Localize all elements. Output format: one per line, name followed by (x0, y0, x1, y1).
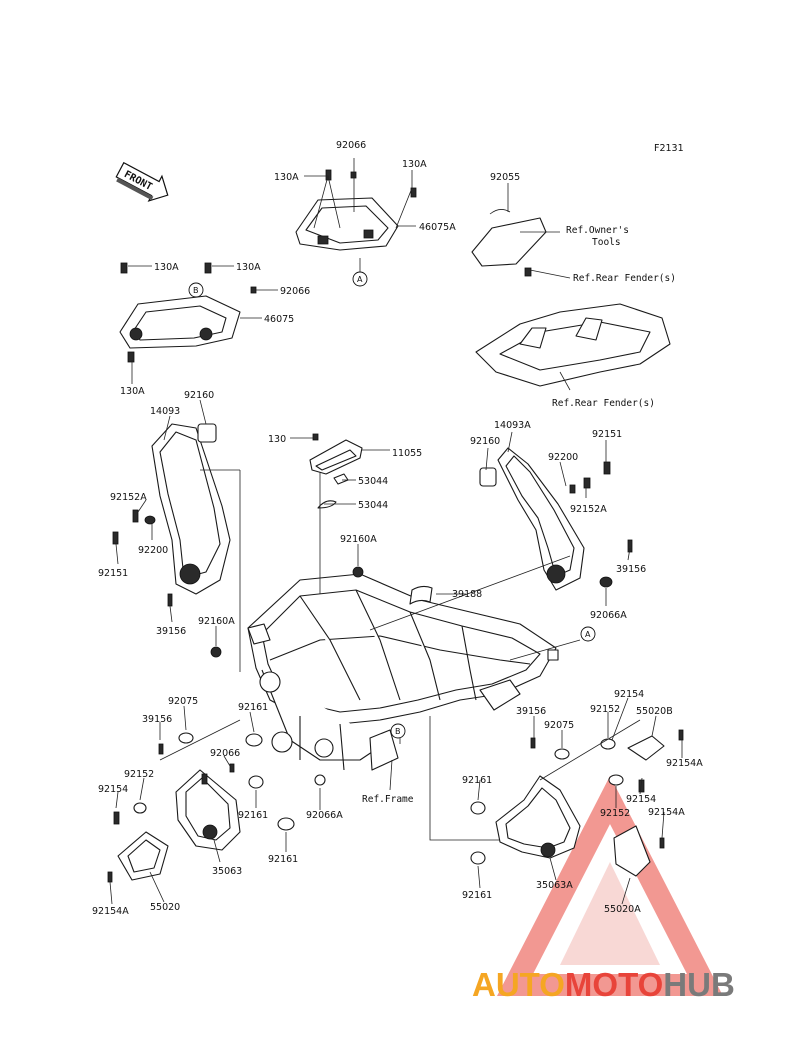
label-92151-r: 92151 (592, 429, 622, 440)
label-130A-top-l: 130A (274, 172, 299, 183)
label-92200-l: 92200 (138, 545, 168, 556)
label-92152-r: 92152 (590, 704, 620, 715)
label-11055: 11055 (392, 448, 422, 459)
label-92160-r: 92160 (470, 436, 500, 447)
label-53044-a: 53044 (358, 476, 388, 487)
svg-text:B: B (193, 286, 199, 295)
callout-b-left: B (188, 282, 204, 298)
watermark-triangle (496, 775, 724, 996)
label-92161-r2: 92161 (462, 890, 492, 901)
label-92154-r: 92154 (614, 689, 644, 700)
label-130: 130 (268, 434, 286, 445)
label-92066A-r: 92066A (590, 610, 627, 621)
label-92161-r1: 92161 (462, 775, 492, 786)
label-92200-r: 92200 (548, 452, 578, 463)
label-14093A: 14093A (494, 420, 531, 431)
leader-lines (109, 158, 683, 905)
footpeg-bracket-35063A (495, 735, 665, 877)
main-frame (247, 573, 559, 771)
label-92151-l: 92151 (98, 568, 128, 579)
label-130A-l2: 130A (236, 262, 261, 273)
tool-bag (471, 209, 547, 277)
label-92066-b: 92066 (210, 748, 240, 759)
label-92066-l: 92066 (280, 286, 310, 297)
label-92075-l: 92075 (168, 696, 198, 707)
label-39156-ll: 39156 (142, 714, 172, 725)
label-39156-l: 39156 (156, 626, 186, 637)
label-39156-r: 39156 (616, 564, 646, 575)
label-ref-rear-fender-2: Ref.Rear Fender(s) (552, 398, 655, 409)
label-92152-r2: 92152 (600, 808, 630, 819)
label-35063A: 35063A (536, 880, 573, 891)
label-92152A-l: 92152A (110, 492, 147, 503)
watermark-hub: HUB (663, 966, 735, 1003)
label-14093: 14093 (150, 406, 180, 417)
bracket-11055 (309, 433, 363, 509)
front-arrow-icon: FRONT (115, 161, 169, 202)
footpeg-bracket-35063 (117, 769, 241, 881)
label-92066-top: 92066 (336, 140, 366, 151)
callout-a-top: A (352, 271, 368, 287)
label-92160-l: 92160 (184, 390, 214, 401)
label-55020B: 55020B (636, 706, 673, 717)
label-46075A: 46075A (419, 222, 456, 233)
label-92161-c: 92161 (268, 854, 298, 865)
label-92161-a: 92161 (238, 702, 268, 713)
label-39188: 39188 (452, 589, 482, 600)
label-ref-frame: Ref.Frame (362, 794, 414, 805)
label-92160A-c: 92160A (340, 534, 377, 545)
label-130A-l3: 130A (120, 386, 145, 397)
label-92154-r2: 92154 (626, 794, 656, 805)
label-55020: 55020 (150, 902, 180, 913)
label-46075: 46075 (264, 314, 294, 325)
watermark-auto: AUTO (472, 966, 565, 1003)
label-92152A-r: 92152A (570, 504, 607, 515)
label-35063: 35063 (212, 866, 242, 877)
svg-text:A: A (585, 630, 591, 639)
label-92075-r: 92075 (544, 720, 574, 731)
seat-bracket-46075 (119, 262, 257, 363)
label-ref-tools: Tools (592, 237, 621, 248)
label-92154A-r2: 92154A (648, 807, 685, 818)
label-92154A-r: 92154A (666, 758, 703, 769)
svg-text:B: B (395, 727, 401, 736)
svg-text:A: A (357, 275, 363, 284)
rear-fender (475, 303, 671, 387)
watermark-moto: MOTO (565, 966, 663, 1003)
seat-bracket-46075A (295, 169, 417, 251)
label-39156-rr: 39156 (516, 706, 546, 717)
label-92154A-l: 92154A (92, 906, 129, 917)
label-92161-b: 92161 (238, 810, 268, 821)
figure-code: F2131 (654, 143, 684, 154)
fasteners (107, 509, 684, 883)
label-92066A-b: 92066A (306, 810, 343, 821)
callout-a-frame: A (580, 626, 596, 642)
part-labels: 92066 130A 130A 46075A 92055 Ref.Owner's… (92, 140, 703, 917)
watermark-logo: AUTOMOTOHUB (472, 966, 735, 1003)
label-92160A-l: 92160A (198, 616, 235, 627)
label-55020A: 55020A (604, 904, 641, 915)
label-ref-rear-fender-1: Ref.Rear Fender(s) (573, 273, 676, 284)
label-ref-owners: Ref.Owner's (566, 225, 629, 236)
svg-text:AUTOMOTOHUB: AUTOMOTOHUB (472, 966, 735, 1003)
label-92152-l: 92152 (124, 769, 154, 780)
side-cover-14093 (151, 423, 231, 595)
callout-b-frame: B (390, 723, 406, 739)
label-130A-l1: 130A (154, 262, 179, 273)
label-92154-l: 92154 (98, 784, 128, 795)
label-92055: 92055 (490, 172, 520, 183)
label-53044-b: 53044 (358, 500, 388, 511)
label-130A-top-r: 130A (402, 159, 427, 170)
side-cover-14093A (479, 447, 611, 591)
